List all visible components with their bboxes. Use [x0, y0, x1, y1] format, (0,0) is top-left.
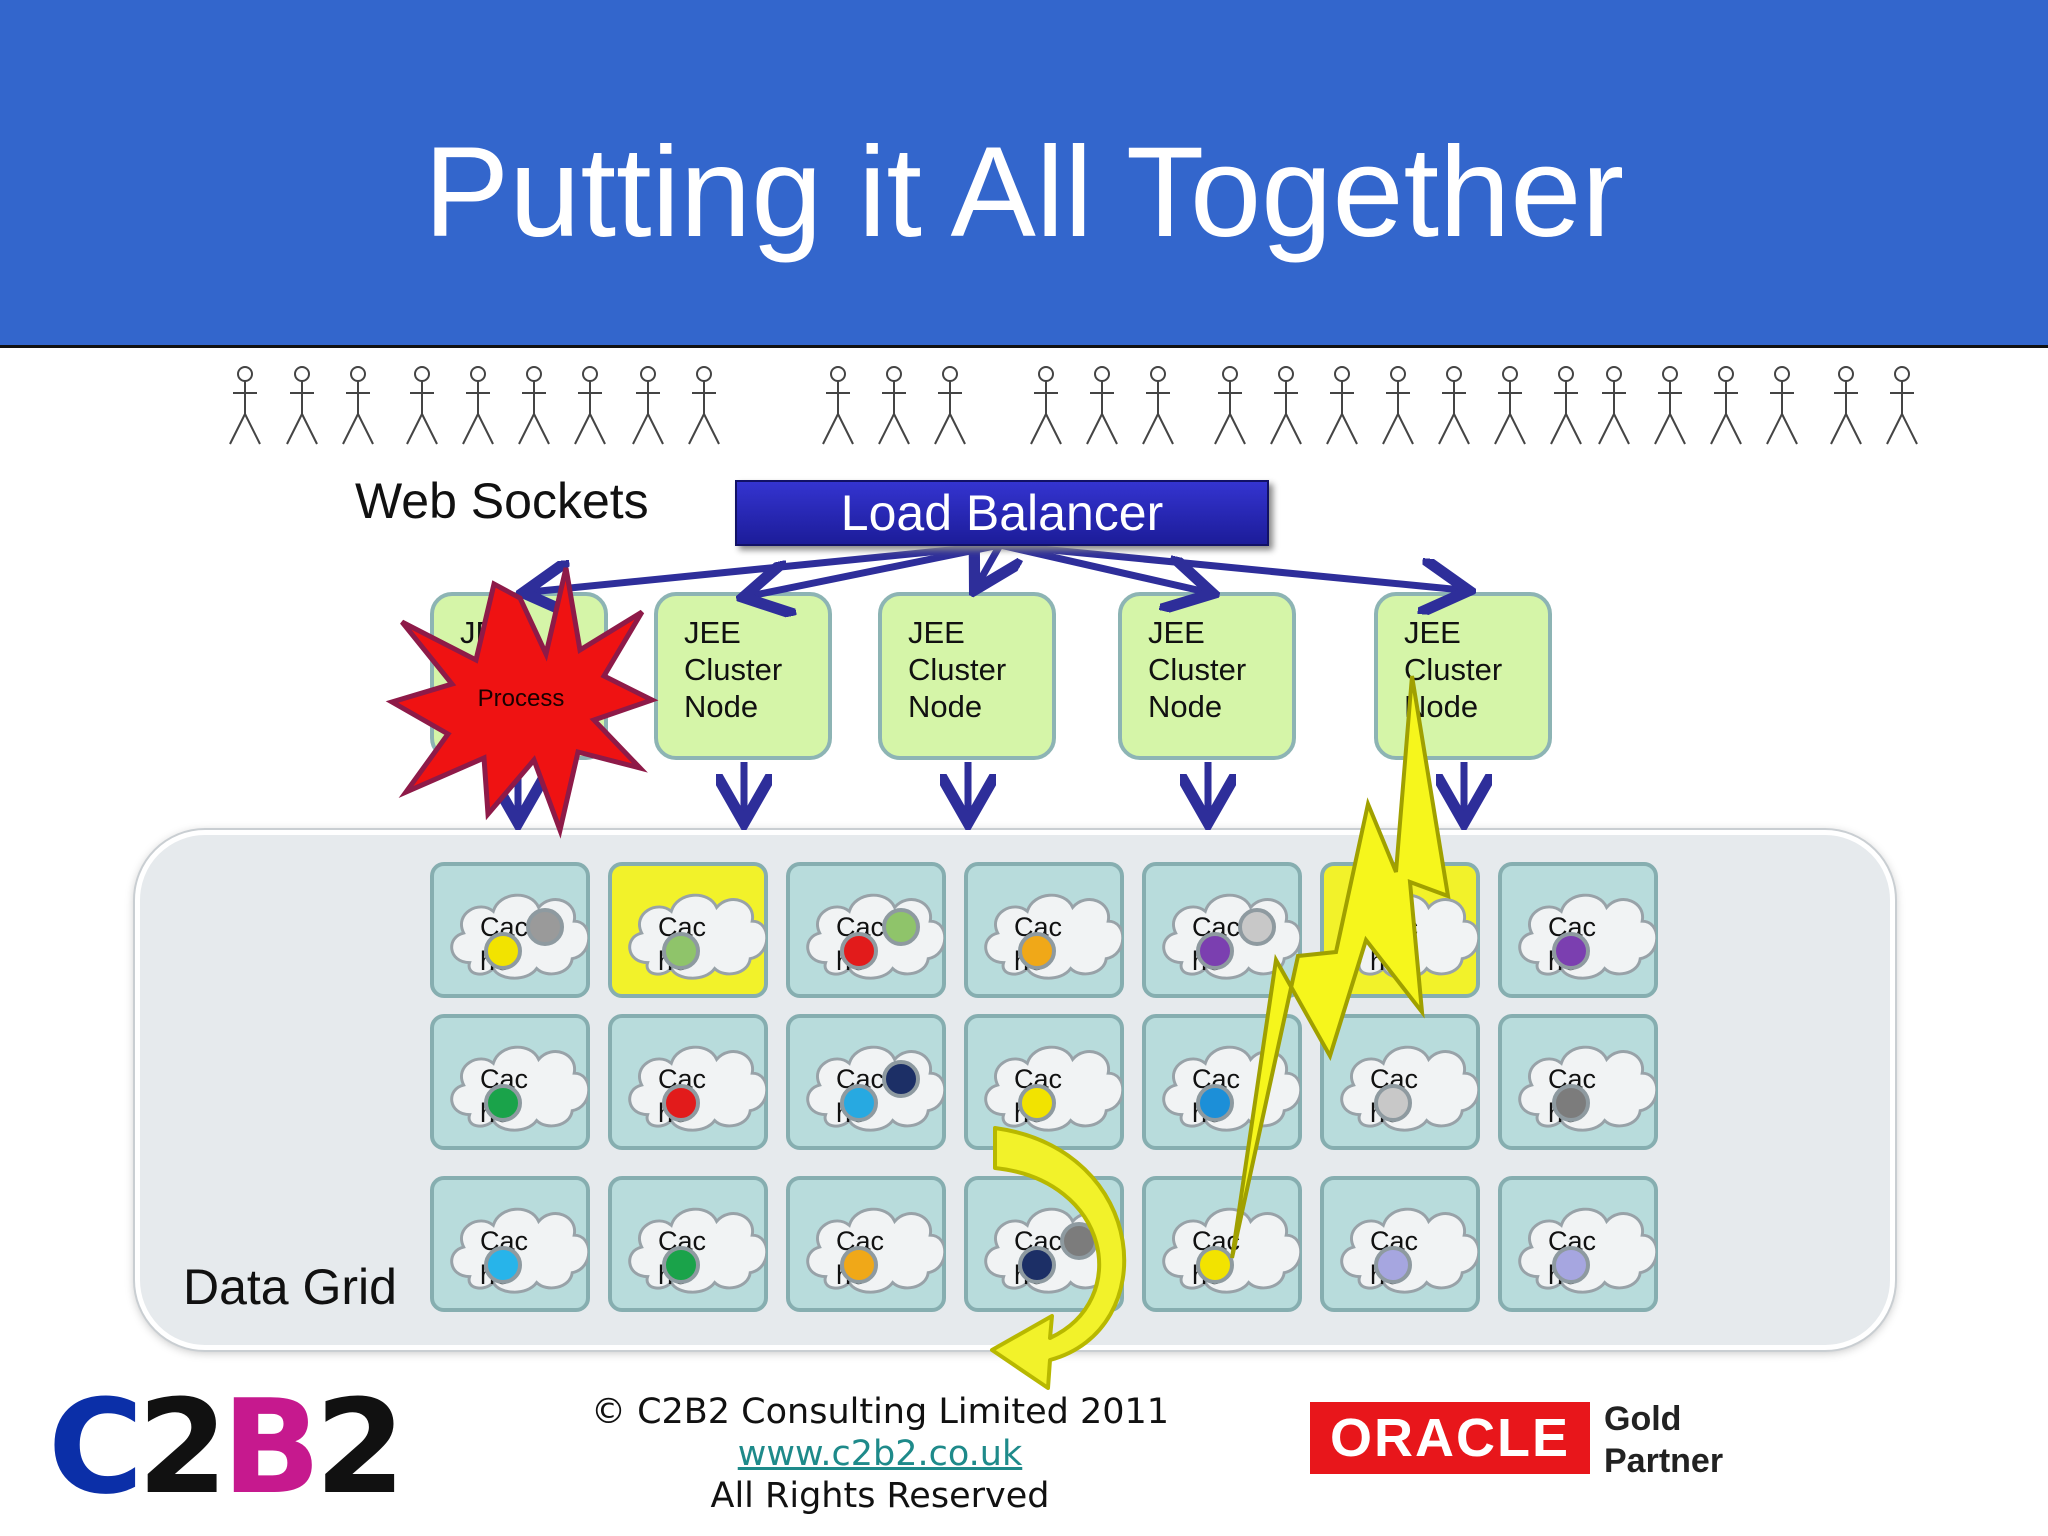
data-item	[662, 1246, 700, 1284]
footer-link[interactable]: www.c2b2.co.uk	[560, 1434, 1200, 1474]
data-item	[1238, 908, 1276, 946]
cache-node: Cac he	[964, 1014, 1124, 1150]
gold-partner-label: Gold Partner	[1604, 1400, 1724, 1480]
data-item	[484, 1084, 522, 1122]
stick-figure-icon	[688, 366, 720, 445]
data-item	[882, 908, 920, 946]
data-item	[1552, 1084, 1590, 1122]
data-item	[1018, 1084, 1056, 1122]
data-item	[1552, 932, 1590, 970]
cache-node: Cac he	[1498, 1014, 1658, 1150]
cache-node: Cac he	[608, 1176, 768, 1312]
lb-arrows	[530, 545, 1462, 596]
stick-figure-icon	[229, 366, 261, 445]
data-item	[840, 932, 878, 970]
data-item	[1374, 1084, 1412, 1122]
copyright-text: © C2B2 Consulting Limited 2011	[590, 1392, 1170, 1432]
stick-figure-icon	[462, 366, 494, 445]
cache-node: Cac he	[964, 862, 1124, 998]
data-item	[840, 1084, 878, 1122]
data-item	[1196, 1246, 1234, 1284]
data-item	[882, 1060, 920, 1098]
stick-figure-icon	[1270, 366, 1302, 445]
title-bar: Putting it All Together	[0, 0, 2048, 348]
data-item	[484, 932, 522, 970]
stick-figure-icon	[822, 366, 854, 445]
cache-node: Cac he	[786, 862, 946, 998]
stick-figure-icon	[518, 366, 550, 445]
data-item	[1374, 1246, 1412, 1284]
curved-arrow-icon	[990, 1126, 1127, 1390]
data-item	[526, 908, 564, 946]
cache-node: Cac he	[786, 1014, 946, 1150]
process-label: Process	[478, 685, 565, 712]
stick-figure-icon	[878, 366, 910, 445]
cache-node: Cac he	[1142, 1176, 1302, 1312]
jee-cluster-node: JEE Cluster Node	[1118, 592, 1296, 760]
data-item	[1018, 1246, 1056, 1284]
stick-figure-icon	[1326, 366, 1358, 445]
cache-node: Cac he	[1498, 1176, 1658, 1312]
cache-node: Cac he	[430, 1176, 590, 1312]
lightning-icon	[1230, 675, 1451, 1259]
cache-node: Cac he	[1320, 1014, 1480, 1150]
stick-figure-icon	[1766, 366, 1798, 445]
data-grid-label: Data Grid	[183, 1259, 397, 1315]
stick-figure-icon	[406, 366, 438, 445]
stick-figure-icon	[1886, 366, 1918, 445]
load-balancer-box: Load Balancer	[735, 480, 1269, 546]
cache-node: Cac he	[1320, 1176, 1480, 1312]
stick-figure-icon	[1598, 366, 1630, 445]
data-item	[662, 1084, 700, 1122]
stick-figure-icon	[632, 366, 664, 445]
stick-figure-icon	[1214, 366, 1246, 445]
users-row	[229, 366, 1918, 445]
jee-cluster-node: JEE Cluster Node	[878, 592, 1056, 760]
data-item	[662, 932, 700, 970]
stick-figure-icon	[1086, 366, 1118, 445]
stick-figure-icon	[286, 366, 318, 445]
explosion-icon: Process	[385, 567, 659, 839]
jee-cluster-node: JEE Cluster Node	[1374, 592, 1552, 760]
cache-node: Cac he	[430, 1014, 590, 1150]
website-link[interactable]: www.c2b2.co.uk	[737, 1434, 1023, 1474]
cache-node: Cac he	[1498, 862, 1658, 998]
stick-figure-icon	[1142, 366, 1174, 445]
cache-node: Cac he	[608, 1014, 768, 1150]
stick-figure-icon	[342, 366, 374, 445]
stick-figure-icon	[1710, 366, 1742, 445]
data-item	[1196, 1084, 1234, 1122]
stick-figure-icon	[1550, 366, 1582, 445]
stick-figure-icon	[1654, 366, 1686, 445]
data-item	[1196, 932, 1234, 970]
cache-node: Cac he	[608, 862, 768, 998]
stick-figure-icon	[1030, 366, 1062, 445]
rights-text: All Rights Reserved	[710, 1476, 1050, 1516]
data-item	[1552, 1246, 1590, 1284]
stick-figure-icon	[1438, 366, 1470, 445]
stick-figure-icon	[1382, 366, 1414, 445]
slide-title: Putting it All Together	[423, 121, 1625, 264]
stick-figure-icon	[934, 366, 966, 445]
cache-node: Cac he	[786, 1176, 946, 1312]
web-sockets-label: Web Sockets	[355, 473, 649, 529]
oracle-logo: ORACLE	[1310, 1402, 1590, 1474]
data-item	[1018, 932, 1056, 970]
data-item	[484, 1246, 522, 1284]
cache-node: Cac he	[430, 862, 590, 998]
c2b2-logo-text: C2B2	[48, 1382, 399, 1512]
stick-figure-icon	[574, 366, 606, 445]
data-item	[840, 1246, 878, 1284]
stick-figure-icon	[1830, 366, 1862, 445]
c2b2-logo: C2B2	[48, 1382, 405, 1512]
stick-figure-icon	[1494, 366, 1526, 445]
